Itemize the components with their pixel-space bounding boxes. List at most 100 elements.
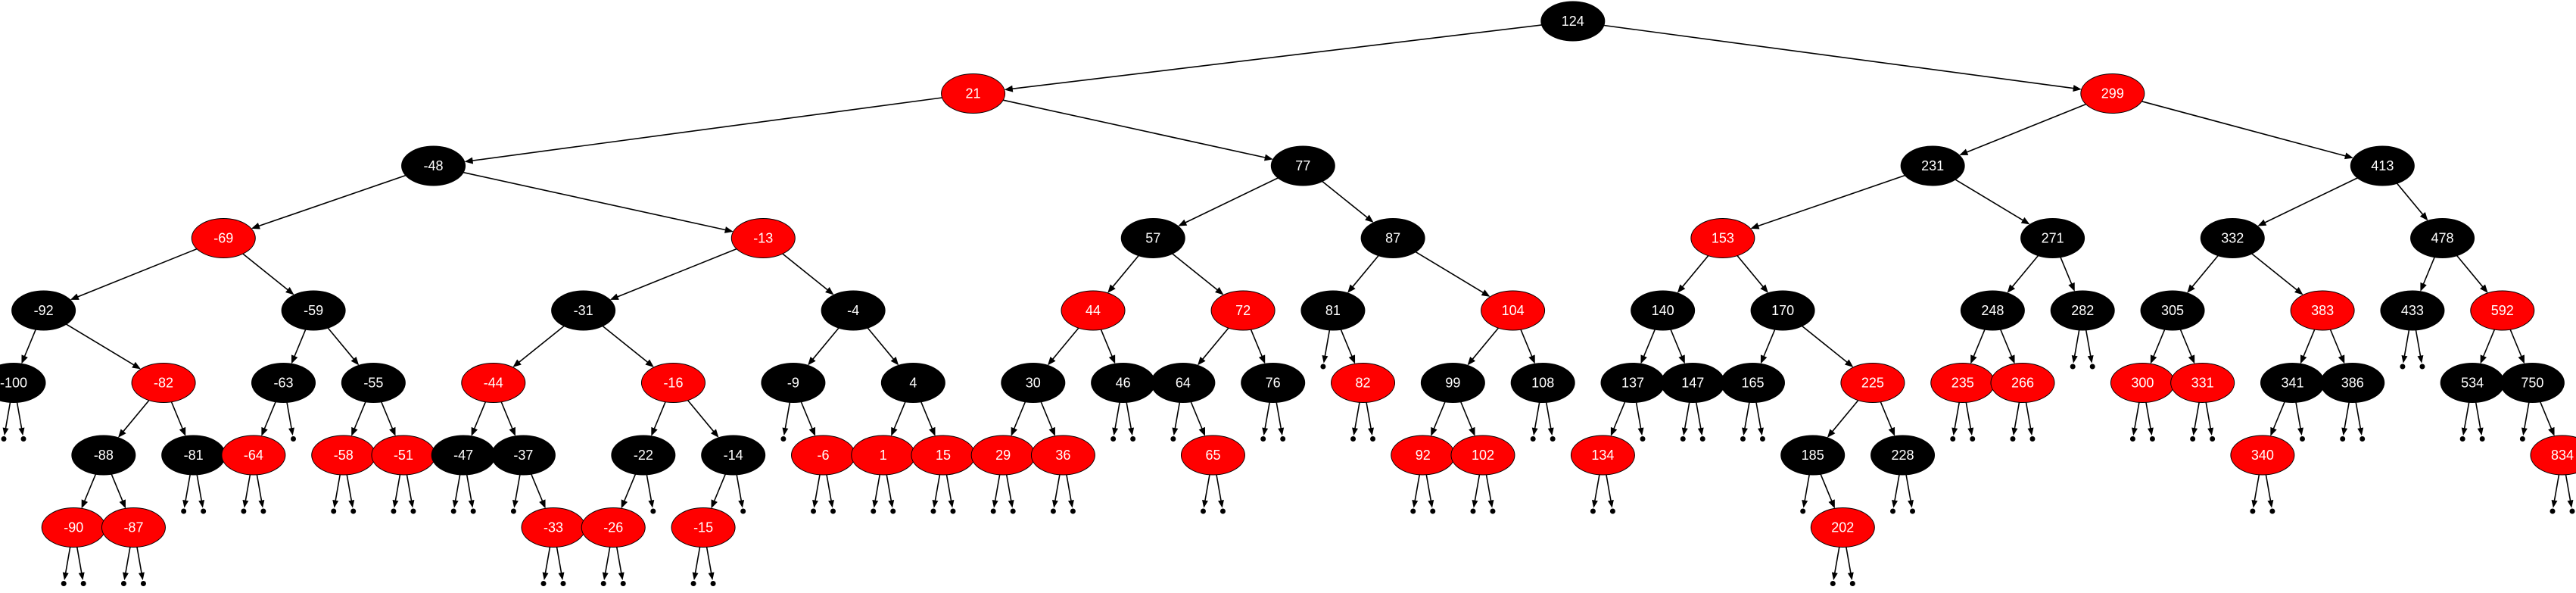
edge-185-to-202 — [1820, 473, 1835, 509]
nil-edge — [1591, 474, 1600, 508]
tree-node-248: 248 — [1960, 290, 2025, 331]
nil-leaf — [540, 581, 547, 586]
nil-leaf — [1910, 508, 1916, 514]
node-key-label: 332 — [2221, 231, 2244, 246]
edge-248-to-266 — [2000, 329, 2015, 364]
edges-layer — [21, 24, 2555, 509]
nil-edge — [1172, 402, 1181, 436]
tree-node-386: 386 — [2320, 363, 2385, 403]
tree-node-299: 299 — [2080, 73, 2145, 114]
nil-edge — [452, 474, 461, 508]
black-node-shape — [761, 363, 826, 403]
node-key-label: 834 — [2551, 448, 2574, 463]
nil-edge — [1905, 474, 1914, 508]
tree-node--55: -55 — [341, 363, 406, 403]
node-key-label: 170 — [1771, 303, 1794, 318]
black-node-shape — [1540, 1, 1606, 42]
tree-node-300: 300 — [2110, 363, 2175, 403]
nil-edge — [136, 547, 145, 581]
red-node-shape — [1810, 507, 1875, 548]
nil-leaf — [1010, 508, 1016, 514]
tree-node-92: 92 — [1391, 435, 1456, 476]
tree-node--33: -33 — [521, 507, 586, 548]
node-key-label: 72 — [1235, 303, 1251, 318]
nil-leaf — [2029, 436, 2036, 442]
node-key-label: 478 — [2431, 231, 2454, 246]
edge--16-to--22 — [651, 401, 666, 436]
edge--16-to--14 — [687, 400, 719, 438]
edge-124-to-21 — [1004, 24, 1542, 92]
nil-edge — [945, 474, 955, 508]
edge--48-to--13 — [463, 171, 734, 233]
edge--88-to--90 — [81, 473, 97, 509]
nil-leaf — [20, 436, 26, 442]
nil-leaf — [2250, 508, 2256, 514]
nil-leaf — [600, 581, 606, 586]
edge--69-to--59 — [242, 253, 294, 295]
edge-21-to--48 — [464, 97, 942, 164]
nil-leaf — [1070, 508, 1076, 514]
nil-leaf — [2340, 436, 2346, 442]
edge--31-to--16 — [602, 325, 654, 367]
nil-edge — [2251, 474, 2260, 508]
nil-edge — [2071, 329, 2080, 364]
node-key-label: -44 — [484, 376, 503, 391]
node-key-label: 140 — [1652, 303, 1674, 318]
node-key-label: 282 — [2071, 303, 2094, 318]
nil-leaf — [2190, 436, 2196, 442]
node-key-label: 534 — [2461, 376, 2484, 391]
edge--22-to--26 — [621, 473, 637, 509]
edge-299-to-413 — [2141, 101, 2353, 160]
nil-edge — [1802, 474, 1810, 508]
nil-leaf — [2479, 436, 2485, 442]
nil-edge — [2565, 474, 2574, 508]
edge-750-to-834 — [2540, 401, 2555, 436]
red-node-shape — [671, 507, 736, 548]
nil-edge — [1545, 402, 1554, 436]
tree-node-340: 340 — [2230, 435, 2295, 476]
red-node-shape — [1690, 218, 1755, 258]
nil-leaf — [1950, 436, 1956, 442]
nil-edge — [332, 474, 341, 508]
black-node-shape — [491, 435, 556, 476]
tree-node-202: 202 — [1810, 507, 1875, 548]
nil-edge — [692, 547, 701, 581]
nil-leaf — [1830, 581, 1836, 586]
node-key-label: 30 — [1026, 376, 1041, 391]
nil-edge — [992, 474, 1001, 508]
tree-node-1: 1 — [851, 435, 916, 476]
node-key-label: 299 — [2101, 86, 2124, 101]
edge--82-to--81 — [170, 401, 186, 436]
black-node-shape — [281, 290, 346, 331]
nil-edge — [406, 474, 415, 508]
nil-edge — [2355, 402, 2364, 436]
edge-231-to-271 — [1955, 179, 2030, 225]
black-node-shape — [1960, 290, 2025, 331]
red-node-shape — [191, 218, 256, 258]
red-node-shape — [2530, 435, 2576, 476]
edge--4-to-4 — [867, 327, 899, 366]
nil-edge — [123, 547, 131, 581]
tree-node--82: -82 — [131, 363, 196, 403]
nil-edge — [286, 402, 294, 436]
nil-edge — [1202, 474, 1210, 508]
edge-248-to-235 — [1970, 329, 1986, 364]
nil-edge — [2085, 329, 2094, 364]
tree-node--88: -88 — [71, 435, 136, 476]
tree-node--16: -16 — [640, 363, 706, 403]
black-node-shape — [2350, 145, 2415, 186]
tree-node-104: 104 — [1481, 290, 1546, 331]
edge-383-to-386 — [2329, 329, 2345, 364]
node-key-label: 76 — [1266, 376, 1281, 391]
edge-72-to-64 — [1198, 327, 1229, 366]
nil-leaf — [1640, 436, 1646, 442]
nil-edge — [826, 474, 834, 508]
edge-77-to-87 — [1322, 180, 1374, 223]
node-key-label: 235 — [1951, 376, 1974, 391]
tree-node-21: 21 — [941, 73, 1006, 114]
edge-72-to-76 — [1250, 329, 1266, 364]
tree-node-81: 81 — [1300, 290, 1366, 331]
node-key-label: 99 — [1445, 376, 1460, 391]
node-key-label: -14 — [724, 448, 743, 463]
node-key-label: -47 — [453, 448, 473, 463]
